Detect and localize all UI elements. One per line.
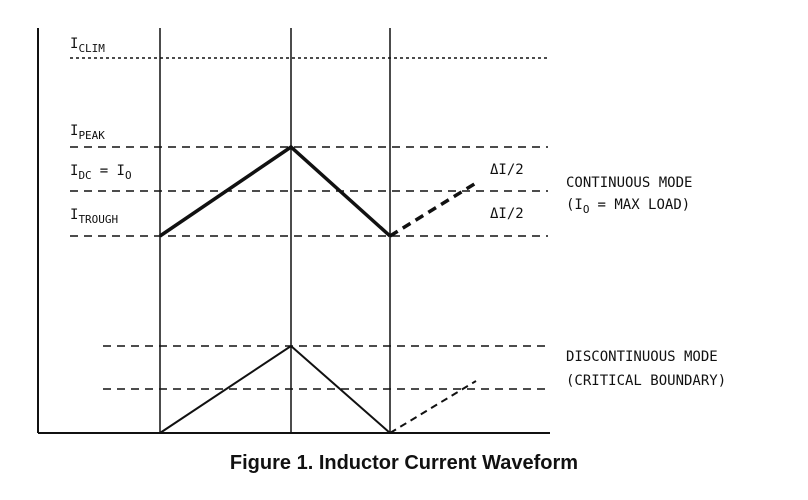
ipeak-label: IPEAK [70,123,105,142]
discontinuous-waveform-continuation [389,380,477,434]
delta-upper-label: ΔI/2 [490,162,524,178]
itrough-label: ITROUGH [70,207,118,226]
discontinuous-waveform [159,344,391,434]
continuous-mode-note: (IO= MAX LOAD) [566,197,690,216]
discontinuous-mode-title: DISCONTINUOUS MODE [566,349,718,365]
iclim-label: ICLIM [70,36,105,55]
delta-lower-label: ΔI/2 [490,206,524,222]
discontinuous-mode-note: (CRITICAL BOUNDARY) [566,373,726,389]
continuous-waveform [159,144,392,238]
idc-label: IDC= IO [70,163,132,182]
continuous-waveform-continuation [389,181,477,238]
continuous-mode-title: CONTINUOUS MODE [566,175,692,191]
figure-caption: Figure 1. Inductor Current Waveform [229,452,579,474]
